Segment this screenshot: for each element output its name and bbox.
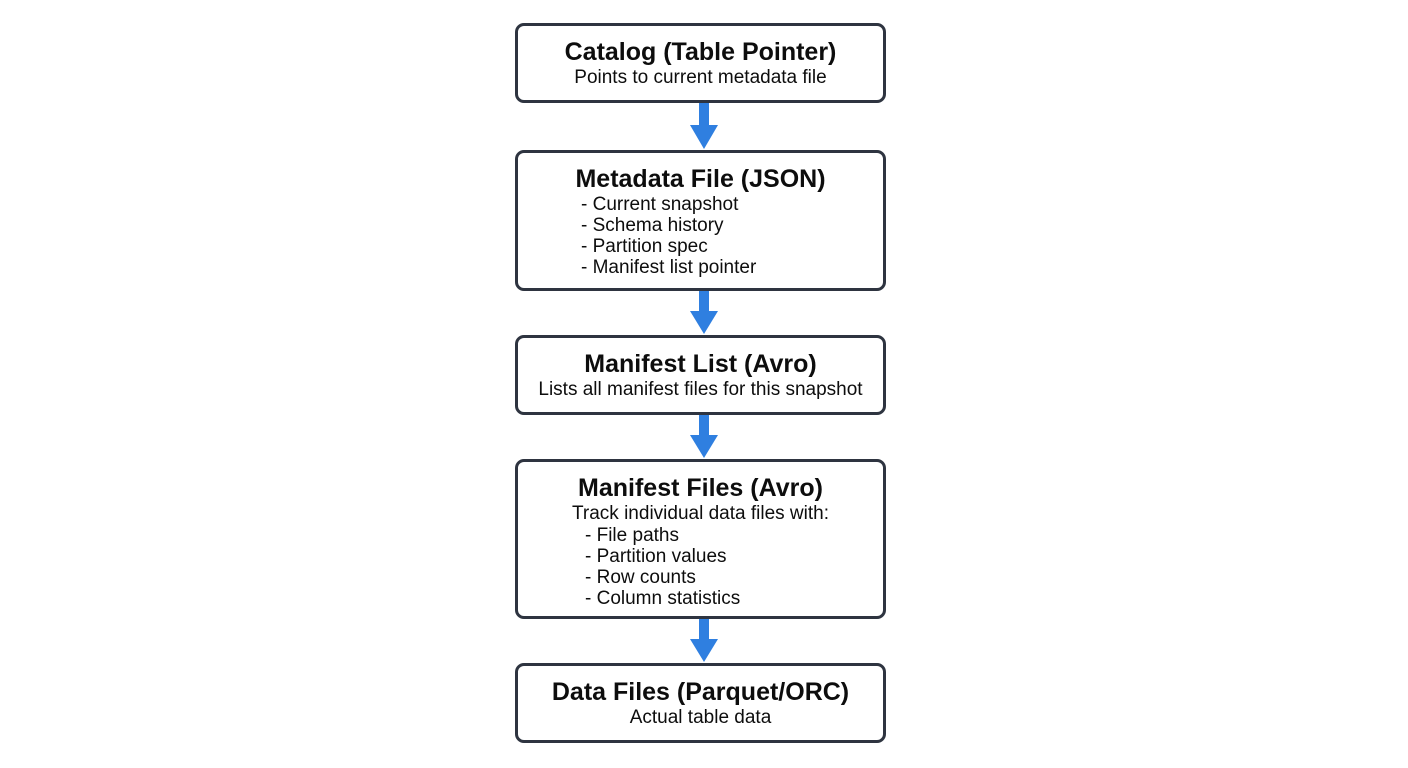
- list-item: - Row counts: [585, 567, 696, 588]
- catalog-node: Catalog (Table Pointer) Points to curren…: [515, 23, 886, 103]
- data-files-title: Data Files (Parquet/ORC): [551, 678, 850, 706]
- manifest-list-description: Lists all manifest files for this snapsh…: [538, 379, 863, 400]
- arrow-down-icon: [687, 103, 721, 150]
- list-item: - Partition values: [585, 546, 727, 567]
- metadata-file-title: Metadata File (JSON): [575, 165, 826, 193]
- list-item: - Partition spec: [581, 236, 708, 257]
- manifest-files-list: - File paths - Partition values - Row co…: [585, 525, 883, 609]
- list-item: - Column statistics: [585, 588, 741, 609]
- manifest-files-title: Manifest Files (Avro): [578, 474, 823, 502]
- catalog-title: Catalog (Table Pointer): [564, 38, 837, 66]
- arrow-down-icon: [687, 619, 721, 663]
- manifest-files-node: Manifest Files (Avro) Track individual d…: [515, 459, 886, 619]
- data-files-node: Data Files (Parquet/ORC) Actual table da…: [515, 663, 886, 743]
- arrow-down-icon: [687, 415, 721, 459]
- list-item: - Schema history: [581, 215, 724, 236]
- list-item: - Manifest list pointer: [581, 257, 757, 278]
- arrow-down-icon: [687, 291, 721, 335]
- catalog-description: Points to current metadata file: [574, 67, 827, 88]
- data-files-description: Actual table data: [629, 707, 772, 728]
- manifest-files-description: Track individual data files with:: [572, 503, 829, 524]
- manifest-list-title: Manifest List (Avro): [584, 350, 817, 378]
- manifest-list-node: Manifest List (Avro) Lists all manifest …: [515, 335, 886, 415]
- metadata-file-node: Metadata File (JSON) - Current snapshot …: [515, 150, 886, 291]
- list-item: - Current snapshot: [581, 194, 739, 215]
- list-item: - File paths: [585, 525, 679, 546]
- metadata-file-list: - Current snapshot - Schema history - Pa…: [581, 194, 883, 278]
